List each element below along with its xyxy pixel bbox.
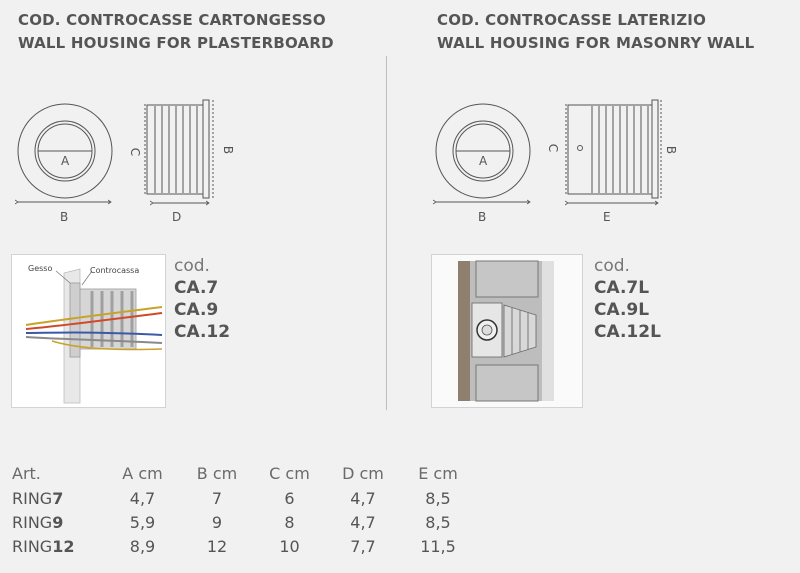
left-code-list: cod. CA.7 CA.9 CA.12	[174, 255, 230, 343]
cell-d: 7,7	[350, 536, 376, 556]
cell-a: 5,9	[129, 512, 156, 532]
right-cod-label: cod.	[594, 256, 630, 276]
article-prefix: RING	[12, 512, 53, 532]
left-cod-label: cod.	[174, 256, 210, 276]
dimensions-table: Art. A cm B cm C cm D cm E cm RING7 4,7 …	[12, 460, 476, 558]
header-c: C cm	[269, 463, 310, 483]
row-article: RING12	[12, 534, 104, 558]
cell-e: 8,5	[425, 512, 451, 532]
cell-d: 4,7	[350, 488, 376, 508]
cell-c: 10	[279, 536, 300, 556]
article-number: 9	[52, 512, 64, 532]
left-code-3: CA.12	[174, 322, 231, 342]
left-code-2: CA.9	[174, 300, 219, 320]
article-number: 12	[52, 536, 75, 556]
right-dim-a: A	[479, 154, 488, 168]
cell-a: 4,7	[129, 488, 156, 508]
left-dim-c: C	[128, 148, 142, 156]
right-code-list: cod. CA.7L CA.9L CA.12L	[594, 255, 661, 343]
row-article: RING9	[12, 510, 104, 534]
masonry-photo	[431, 254, 583, 408]
cell-c: 8	[284, 512, 295, 532]
right-title: COD. CONTROCASSE LATERIZIO WALL HOUSING …	[437, 9, 754, 55]
right-code-1: CA.7L	[594, 278, 650, 298]
photo-label-controcassa: Controcassa	[90, 266, 139, 275]
right-dim-b-side: B	[664, 146, 678, 154]
plasterboard-photo: Gesso Controcassa	[11, 254, 166, 408]
right-dim-b: B	[478, 210, 486, 224]
right-front-view	[436, 103, 530, 202]
right-title-line2: WALL HOUSING FOR MASONRY WALL	[437, 34, 755, 52]
header-e: E cm	[418, 463, 458, 483]
article-prefix: RING	[12, 536, 53, 556]
left-dim-d: D	[172, 210, 181, 224]
left-dim-b: B	[60, 210, 68, 224]
left-dim-a: A	[61, 154, 70, 168]
right-code-2: CA.9L	[594, 300, 650, 320]
right-title-line1: COD. CONTROCASSE LATERIZIO	[437, 11, 707, 29]
right-side-view	[566, 99, 662, 203]
article-number: 7	[52, 488, 64, 508]
table-row: RING12 8,9 12 10 7,7 11,5	[12, 534, 476, 558]
cell-b: 7	[211, 488, 223, 508]
table-row: RING9 5,9 9 8 4,7 8,5	[12, 510, 476, 534]
column-divider	[386, 56, 387, 410]
right-code-3: CA.12L	[594, 322, 661, 342]
header-d: D cm	[342, 463, 384, 483]
cell-c: 6	[284, 488, 295, 508]
left-code-1: CA.7	[174, 278, 219, 298]
right-dim-e: E	[603, 210, 611, 224]
header-art: Art.	[12, 463, 41, 483]
table-header-row: Art. A cm B cm C cm D cm E cm	[12, 460, 476, 486]
article-prefix: RING	[12, 488, 53, 508]
right-dim-c: C	[546, 144, 560, 152]
photo-label-gesso: Gesso	[28, 264, 52, 273]
left-dim-b-side: B	[221, 146, 235, 154]
cell-b: 9	[211, 512, 223, 532]
left-title-line1: COD. CONTROCASSE CARTONGESSO	[18, 11, 326, 29]
cell-e: 11,5	[420, 536, 456, 556]
cell-e: 8,5	[425, 488, 451, 508]
header-b: B cm	[196, 463, 238, 483]
table-row: RING7 4,7 7 6 4,7 8,5	[12, 486, 476, 510]
cell-b: 12	[206, 536, 228, 556]
cell-d: 4,7	[350, 512, 376, 532]
cell-a: 8,9	[129, 536, 156, 556]
left-title-line2: WALL HOUSING FOR PLASTERBOARD	[18, 34, 334, 52]
header-a: A cm	[122, 463, 163, 483]
left-front-view	[18, 103, 113, 202]
row-article: RING7	[12, 486, 104, 510]
left-title: COD. CONTROCASSE CARTONGESSO WALL HOUSIN…	[18, 9, 334, 55]
left-side-view	[144, 99, 214, 203]
